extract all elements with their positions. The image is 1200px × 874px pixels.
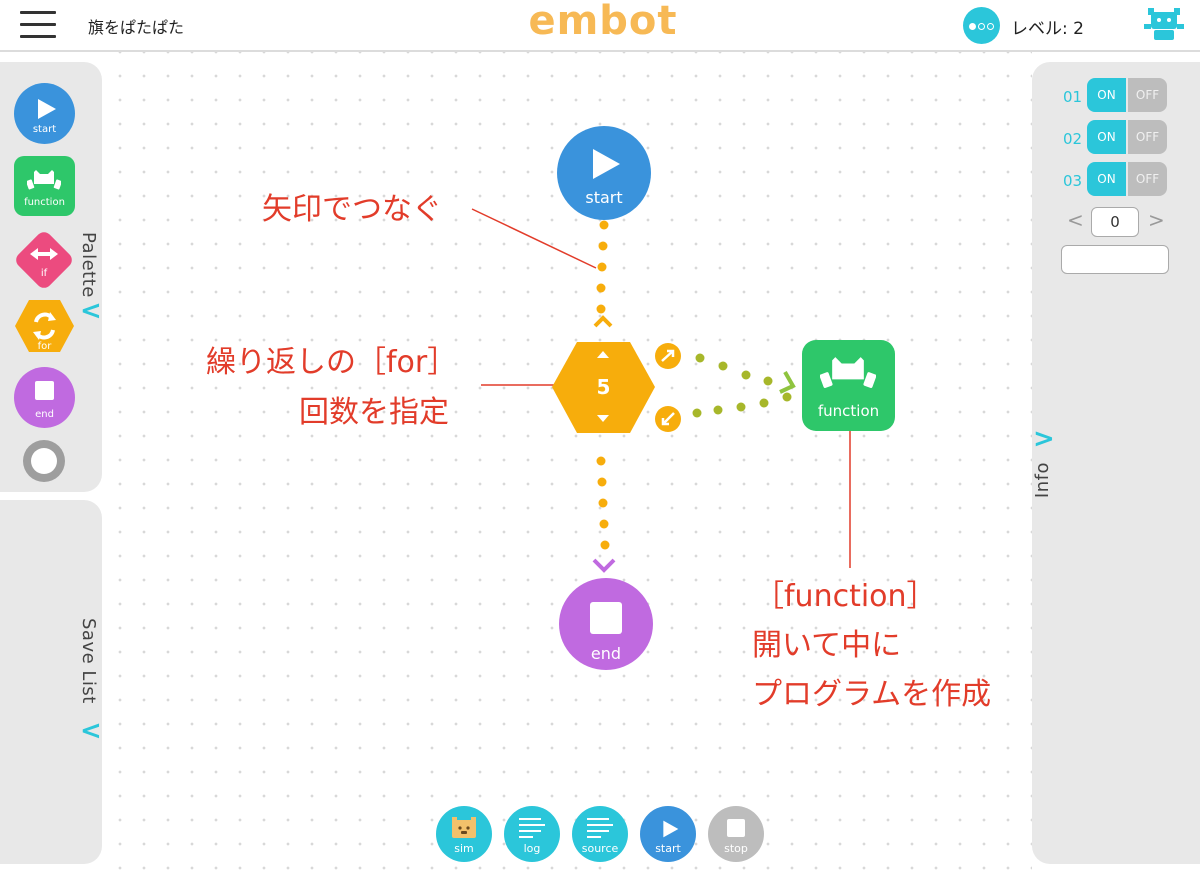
palette-start-block[interactable]: start <box>14 83 75 144</box>
palette-tab-label[interactable]: Palette <box>78 232 99 298</box>
switch-01-off[interactable]: OFF <box>1128 78 1167 112</box>
function-block[interactable]: function <box>802 340 895 431</box>
switch-03-toggle[interactable]: ON OFF <box>1087 162 1167 196</box>
function-block-label: function <box>817 402 880 420</box>
end-block-label: end <box>590 644 622 663</box>
lines-icon <box>587 818 613 838</box>
robot-icon[interactable] <box>1144 6 1184 42</box>
function-icon <box>820 357 876 388</box>
run-start-button[interactable]: start <box>640 806 696 862</box>
for-block[interactable]: 5 <box>551 341 656 434</box>
counter-prev-button[interactable]: < <box>1067 208 1084 232</box>
end-block[interactable]: end <box>559 578 653 670</box>
menu-icon[interactable] <box>20 9 58 41</box>
robot-face-icon <box>452 817 476 838</box>
switch-02-number: 02 <box>1063 130 1083 148</box>
switch-02-off[interactable]: OFF <box>1128 120 1167 154</box>
source-button-label: source <box>581 842 619 855</box>
stop-button[interactable]: stop <box>708 806 764 862</box>
source-button[interactable]: source <box>572 806 628 862</box>
app-header: 旗をぱたぱた embot レベル: 2 <box>0 0 1200 52</box>
info-text-field[interactable] <box>1061 245 1169 274</box>
stop-button-label: stop <box>724 842 748 855</box>
switch-03-off[interactable]: OFF <box>1128 162 1167 196</box>
level-icon <box>963 7 1000 44</box>
play-icon <box>663 820 679 838</box>
palette-start-label: start <box>32 124 57 135</box>
play-icon <box>593 149 620 179</box>
palette-empty-slot-icon[interactable] <box>23 440 65 482</box>
log-button-label: log <box>523 842 541 855</box>
palette-end-block[interactable]: end <box>14 367 75 428</box>
save-list-tab-label[interactable]: Save List <box>78 618 99 704</box>
log-button[interactable]: log <box>504 806 560 862</box>
palette-for-block[interactable]: for <box>14 298 75 354</box>
palette-for-label: for <box>37 341 52 352</box>
lines-icon <box>519 818 545 838</box>
info-expand-icon[interactable]: > <box>1033 424 1055 454</box>
palette-function-block[interactable]: function <box>14 156 75 216</box>
page-title: 旗をぱたぱた <box>88 18 185 37</box>
save-list-panel: Save List < <box>0 500 102 864</box>
switch-02-on[interactable]: ON <box>1087 120 1126 154</box>
info-tab-label[interactable]: Info <box>1032 462 1053 499</box>
stop-square-icon <box>590 602 622 634</box>
palette-collapse-icon[interactable]: < <box>80 296 102 326</box>
embot-logo: embot <box>528 0 678 44</box>
function-note-line3: プログラムを作成 <box>752 677 992 712</box>
switch-01-toggle[interactable]: ON OFF <box>1087 78 1167 112</box>
palette-end-label: end <box>35 409 54 420</box>
arrow-note: 矢印でつなぐ <box>262 192 442 227</box>
play-icon <box>38 99 56 119</box>
switch-02-toggle[interactable]: ON OFF <box>1087 120 1167 154</box>
level-label: レベル: 2 <box>1011 19 1084 39</box>
stop-square-icon <box>727 819 745 837</box>
function-note-line2: 開いて中に <box>752 628 902 663</box>
switch-01-number: 01 <box>1063 88 1083 106</box>
run-start-button-label: start <box>655 842 681 855</box>
switch-01-on[interactable]: ON <box>1087 78 1126 112</box>
for-hexagon <box>552 342 655 433</box>
palette-panel: start function if for end Palette < <box>0 62 102 492</box>
palette-function-label: function <box>24 197 65 208</box>
function-note-line1: ［function］ <box>754 579 937 614</box>
branch-arrows-icon <box>30 248 58 260</box>
counter-next-button[interactable]: > <box>1148 208 1165 232</box>
for-count[interactable]: 5 <box>596 375 611 399</box>
start-block-label: start <box>585 188 623 207</box>
sim-button-label: sim <box>454 842 474 855</box>
sim-button[interactable]: sim <box>436 806 492 862</box>
switch-03-number: 03 <box>1063 172 1083 190</box>
switch-03-on[interactable]: ON <box>1087 162 1126 196</box>
for-hexagon <box>15 300 74 352</box>
function-icon <box>27 170 61 190</box>
palette-if-block[interactable]: if <box>12 228 76 292</box>
for-note-line1: 繰り返しの［for］ <box>206 345 458 380</box>
stop-square-icon <box>35 381 54 400</box>
counter-value[interactable]: 0 <box>1091 207 1139 237</box>
save-list-collapse-icon[interactable]: < <box>80 716 102 746</box>
palette-if-label: if <box>40 268 48 279</box>
for-note-line2: 回数を指定 <box>299 395 449 430</box>
start-block[interactable]: start <box>557 126 651 220</box>
